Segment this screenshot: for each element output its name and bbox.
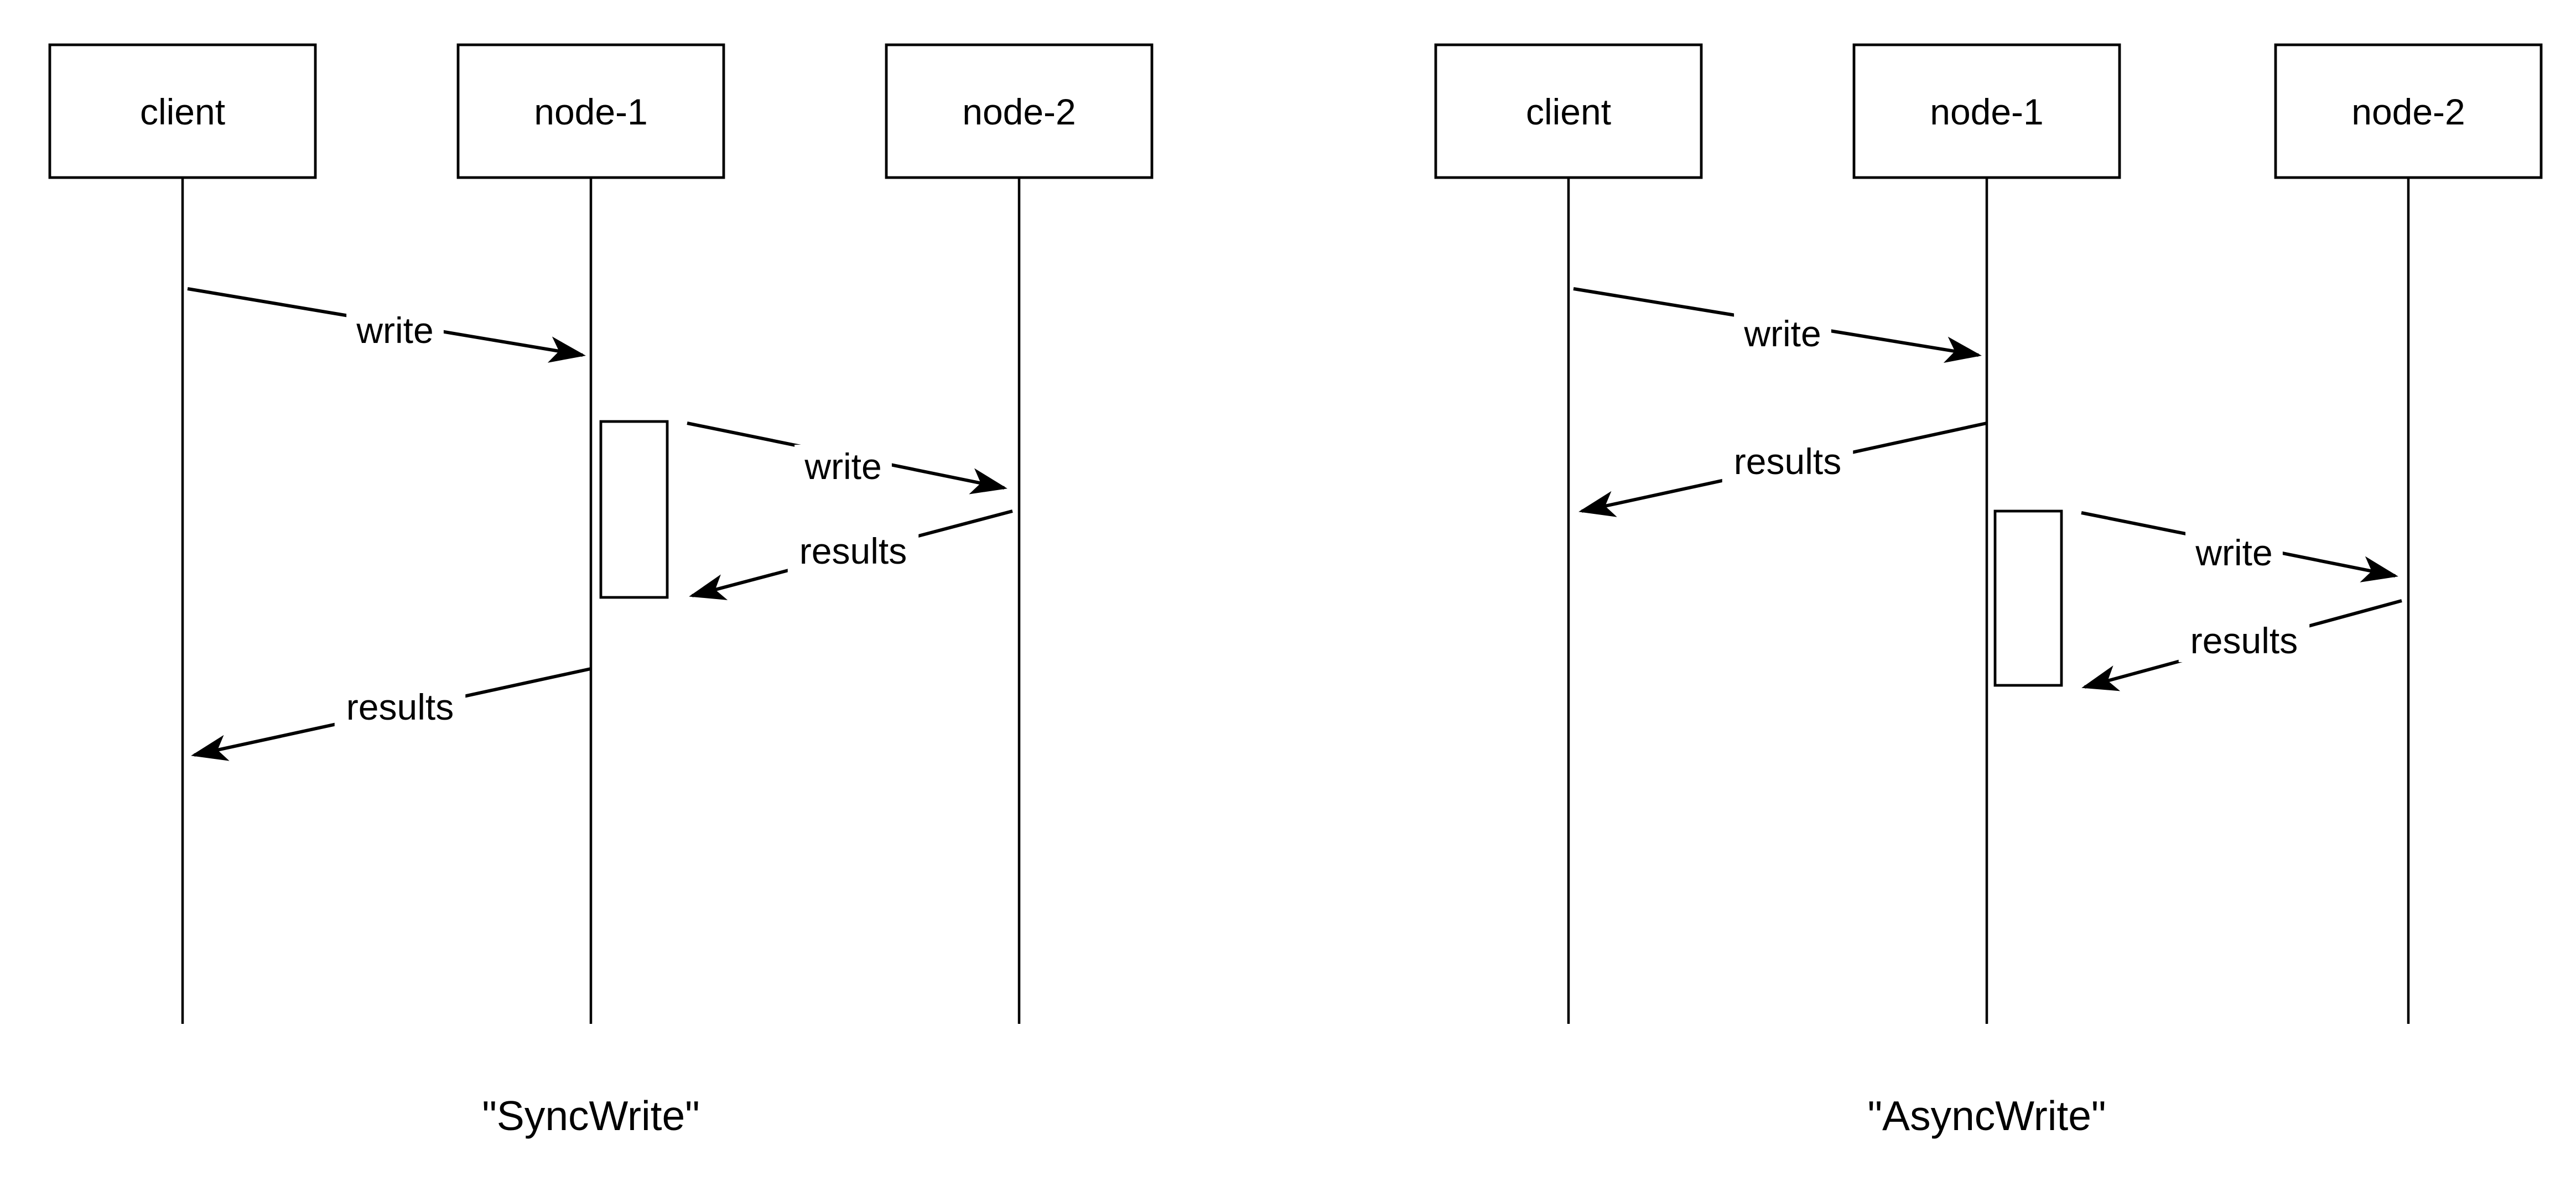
actor-box [456, 43, 725, 179]
panel-caption: "AsyncWrite" [1867, 1092, 2106, 1139]
activation-bar [1993, 509, 2063, 687]
message-label-bg [334, 685, 466, 728]
message-label-bg [794, 445, 892, 488]
activation-bar [599, 420, 669, 599]
message-label-bg [2178, 619, 2310, 662]
actor-box [2274, 43, 2543, 179]
message-label: results [1734, 441, 1841, 482]
message-label-bg [787, 529, 919, 573]
message-label-bg [346, 309, 444, 352]
actor-box [885, 43, 1154, 179]
diagram-render-root: write write results results client node-1 node… [48, 43, 2543, 1139]
message-label: write [356, 310, 433, 351]
message-label-bg [1722, 440, 1853, 483]
message-label: write [2195, 532, 2272, 573]
actor-label: node-1 [534, 91, 648, 132]
actor-label: node-2 [962, 91, 1076, 132]
message-label: results [2190, 620, 2298, 661]
actor-label: client [1526, 91, 1611, 132]
message-label-bg [2185, 531, 2283, 574]
actor-label: node-2 [2351, 91, 2465, 132]
actor-box [1434, 43, 1703, 179]
message-label-bg [1734, 312, 1831, 355]
message-label: write [804, 446, 881, 487]
message-label: write [1743, 313, 1821, 354]
message-label: results [346, 686, 454, 727]
actor-label: client [140, 91, 225, 132]
panel-caption: "SyncWrite" [482, 1092, 700, 1139]
actor-box [48, 43, 317, 179]
actor-box [1852, 43, 2121, 179]
message-label: results [799, 530, 907, 571]
actor-label: node-1 [1930, 91, 2044, 132]
